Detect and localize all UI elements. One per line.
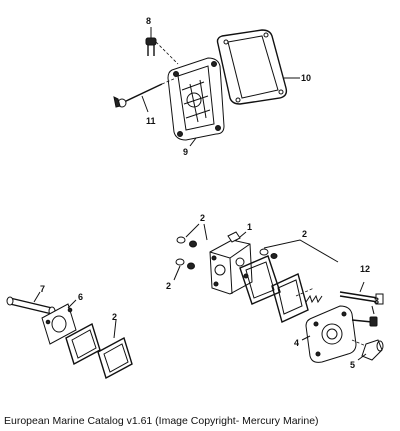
exploded-parts-diagram: 8 10 9 11 2 1 bbox=[6, 16, 384, 380]
pump-body-part-1 bbox=[209, 231, 253, 295]
callout-7: 7 bbox=[40, 284, 45, 294]
gasket-left bbox=[65, 322, 101, 366]
diaphragm-plate bbox=[271, 273, 309, 323]
callout-3: 3 bbox=[374, 296, 379, 306]
pin-part-7 bbox=[6, 291, 56, 316]
bolt-part-12 bbox=[339, 281, 384, 305]
callout-5: 5 bbox=[350, 360, 355, 370]
callout-2-right: 2 bbox=[302, 229, 307, 239]
diaphragm-gasket bbox=[239, 255, 281, 305]
callout-12: 12 bbox=[360, 264, 370, 274]
gasket-part-10 bbox=[216, 29, 300, 105]
washer-pair-top bbox=[176, 236, 197, 248]
fitting-part-11 bbox=[113, 77, 177, 113]
cover-part-9 bbox=[167, 57, 225, 147]
callout-8: 8 bbox=[146, 16, 151, 26]
screw-part-8 bbox=[145, 27, 179, 65]
callout-4: 4 bbox=[294, 338, 299, 348]
callout-10: 10 bbox=[301, 73, 311, 83]
callout-6: 6 bbox=[78, 292, 83, 302]
callout-1: 1 bbox=[247, 222, 252, 232]
image-caption: European Marine Catalog v1.61 (Image Cop… bbox=[4, 415, 319, 427]
washer-pair-right bbox=[259, 248, 278, 259]
callout-2-bottom: 2 bbox=[112, 312, 117, 322]
gasket-part-2-bottom bbox=[97, 319, 133, 380]
callout-2-left: 2 bbox=[166, 281, 171, 291]
callout-11: 11 bbox=[146, 116, 156, 126]
washer-pair-left bbox=[175, 258, 195, 270]
callout-9: 9 bbox=[183, 147, 188, 157]
pump-cover-part-4 bbox=[301, 305, 357, 363]
elbow-fitting-part-5 bbox=[351, 339, 384, 361]
adapter-part-6 bbox=[41, 299, 77, 345]
callout-2-top: 2 bbox=[200, 213, 205, 223]
screw-part-3 bbox=[351, 305, 378, 327]
spring bbox=[305, 294, 323, 304]
